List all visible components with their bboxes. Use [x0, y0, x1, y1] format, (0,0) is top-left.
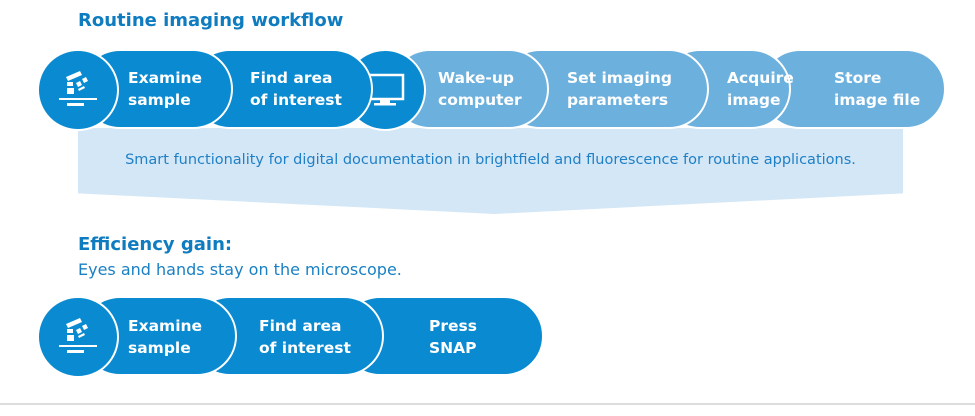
step-label: Acquire image [727, 69, 794, 109]
efficiency-subtitle: Eyes and hands stay on the microscope. [78, 260, 402, 279]
step-label: Store image file [834, 69, 921, 109]
efficiency-title: Efficiency gain: [78, 234, 233, 255]
step-label: Set imaging parameters [567, 69, 672, 109]
microscope-icon [37, 49, 119, 131]
routine-workflow-title: Routine imaging workflow [78, 10, 344, 31]
step-label: Examine sample [128, 317, 203, 357]
divider [0, 403, 975, 405]
description-banner [78, 128, 903, 214]
microscope-icon [37, 296, 119, 378]
step-label: Examine sample [128, 69, 203, 109]
step-label: Wake-up computer [438, 69, 522, 109]
step-label: Find area of interest [250, 69, 342, 109]
step-label: Press SNAP [429, 317, 477, 357]
step-store-image-file [760, 49, 946, 129]
step-label: Find area of interest [259, 317, 351, 357]
banner-text: Smart functionality for digital document… [125, 152, 856, 168]
